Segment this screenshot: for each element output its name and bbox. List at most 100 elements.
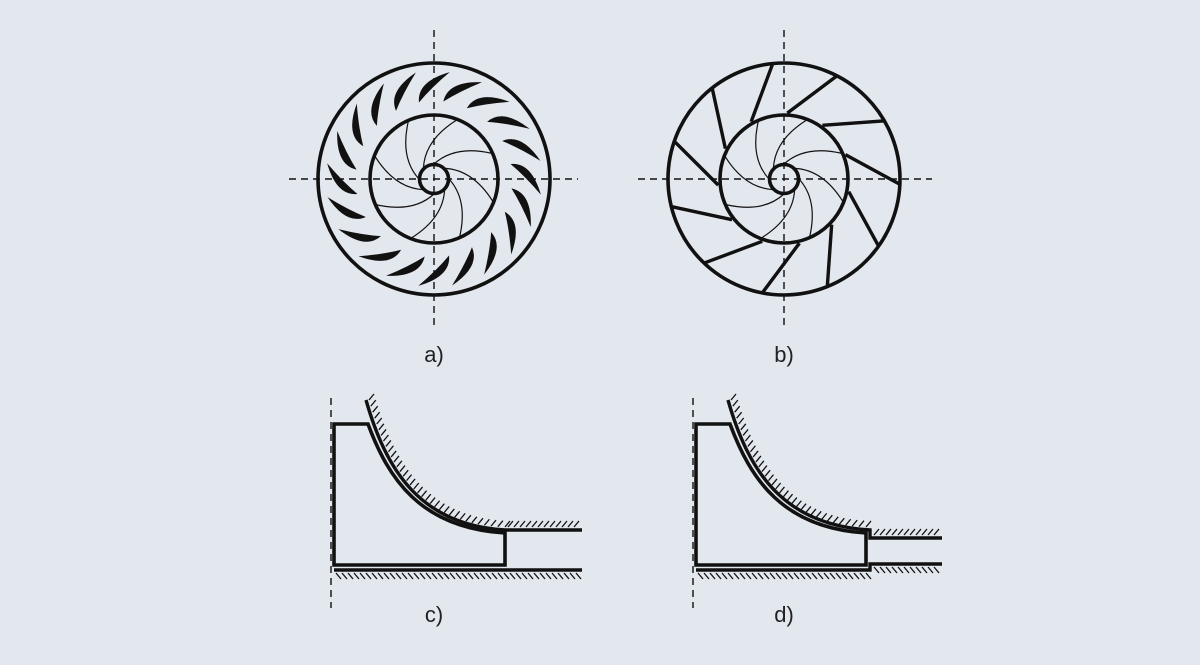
hatch-mark	[739, 572, 746, 580]
diffuser-plates	[672, 63, 900, 294]
hatch-mark	[703, 572, 710, 580]
hatch-mark	[845, 518, 852, 526]
hatch-mark	[885, 566, 892, 574]
hatch-mark	[537, 520, 544, 528]
hatch-mark	[763, 572, 770, 580]
hatch-mark	[473, 572, 480, 580]
hatch-mark	[793, 572, 800, 580]
hatch-mark	[407, 572, 414, 580]
hatch-mark	[891, 528, 898, 536]
hatch-mark	[755, 455, 762, 463]
hatch-mark	[697, 572, 704, 580]
hatch-mark	[382, 434, 389, 442]
panel-c-meridional-section: c)	[330, 393, 582, 627]
hatch-mark	[903, 566, 910, 574]
hatch-mark	[744, 434, 751, 442]
hatch-mark	[557, 572, 564, 580]
hatch-mark	[829, 572, 836, 580]
hatch-mark	[573, 520, 580, 528]
hatch-mark	[525, 520, 532, 528]
hatch-mark	[817, 572, 824, 580]
hatch-mark	[519, 520, 526, 528]
floor-wall	[696, 562, 942, 572]
outer-casing-circle	[666, 61, 902, 297]
hatch-mark	[747, 440, 754, 447]
hatch-mark	[406, 474, 413, 482]
hatch-mark	[933, 528, 940, 536]
hatch-mark	[378, 423, 385, 431]
diffuser-vane	[484, 232, 497, 275]
hatch-mark	[709, 572, 716, 580]
hatch-mark	[873, 528, 880, 536]
hatch-mark	[909, 528, 916, 536]
impeller-blades	[724, 119, 844, 239]
hatch-mark	[421, 490, 428, 498]
label-a: a)	[424, 342, 444, 367]
impeller-blade	[755, 121, 770, 180]
hatch-mark	[921, 566, 928, 574]
impeller-blade	[726, 193, 785, 208]
hatch-mark	[915, 566, 922, 574]
hatch-mark	[851, 519, 858, 527]
hatch-mark	[549, 520, 556, 528]
hatch-mark	[897, 528, 904, 536]
hatch-mark	[767, 474, 774, 482]
diffuser-plate	[847, 190, 880, 246]
hatch-mark	[543, 520, 550, 528]
diffuser-plate	[761, 242, 801, 294]
diffuser-vane	[502, 139, 541, 161]
hatch-mark	[903, 528, 910, 536]
hatch-mark	[787, 493, 794, 501]
hatch-mark	[575, 572, 582, 580]
diffuser-vane	[327, 197, 366, 219]
hatch-mark	[437, 572, 444, 580]
diffuser-vane	[452, 247, 474, 286]
hatch-mark	[370, 399, 377, 407]
hatch-mark	[551, 572, 558, 580]
hatch-mark	[805, 506, 812, 513]
floor-hatching	[697, 566, 940, 580]
hatch-mark	[915, 528, 922, 536]
panel-d-meridional-section: d)	[692, 393, 942, 627]
diffuser-plate	[825, 224, 834, 286]
hatch-mark	[359, 572, 366, 580]
hatch-mark	[815, 510, 822, 518]
hatch-mark	[775, 572, 782, 580]
diffuser-vane	[386, 256, 425, 276]
hatch-mark	[413, 572, 420, 580]
hatch-mark	[775, 482, 782, 490]
shroud-wall	[726, 399, 942, 540]
panel-b-plate-diffuser: b)	[638, 30, 932, 367]
impeller-blade	[448, 178, 463, 237]
hatch-mark	[513, 520, 520, 528]
diffuser-plate	[786, 75, 838, 115]
shroud-wall	[364, 399, 582, 532]
impeller-rim-circle	[718, 113, 850, 245]
hatch-mark	[933, 566, 940, 574]
hatch-mark	[396, 460, 403, 468]
diffuser-vane	[371, 83, 384, 126]
panel-a-vaned-diffuser: a)	[289, 30, 578, 367]
hatch-mark	[533, 572, 540, 580]
hatch-mark	[897, 566, 904, 574]
diffuser-plate	[673, 140, 720, 187]
hatch-mark	[730, 393, 737, 401]
hatch-mark	[417, 486, 424, 494]
hatch-mark	[927, 528, 934, 536]
hatch-mark	[879, 566, 886, 574]
hatch-mark	[569, 572, 576, 580]
impeller-profile	[694, 422, 868, 567]
hatch-mark	[761, 465, 768, 473]
hatch-mark	[539, 572, 546, 580]
hatch-mark	[745, 572, 752, 580]
hatch-mark	[402, 469, 409, 477]
diffuser-vane	[487, 116, 530, 129]
hatch-mark	[561, 520, 568, 528]
hatch-mark	[504, 520, 511, 528]
hatch-mark	[390, 450, 397, 458]
label-b: b)	[774, 342, 794, 367]
hatch-mark	[527, 572, 534, 580]
hatch-mark	[545, 572, 552, 580]
impeller-blades	[374, 119, 494, 239]
hatch-mark	[738, 417, 745, 425]
